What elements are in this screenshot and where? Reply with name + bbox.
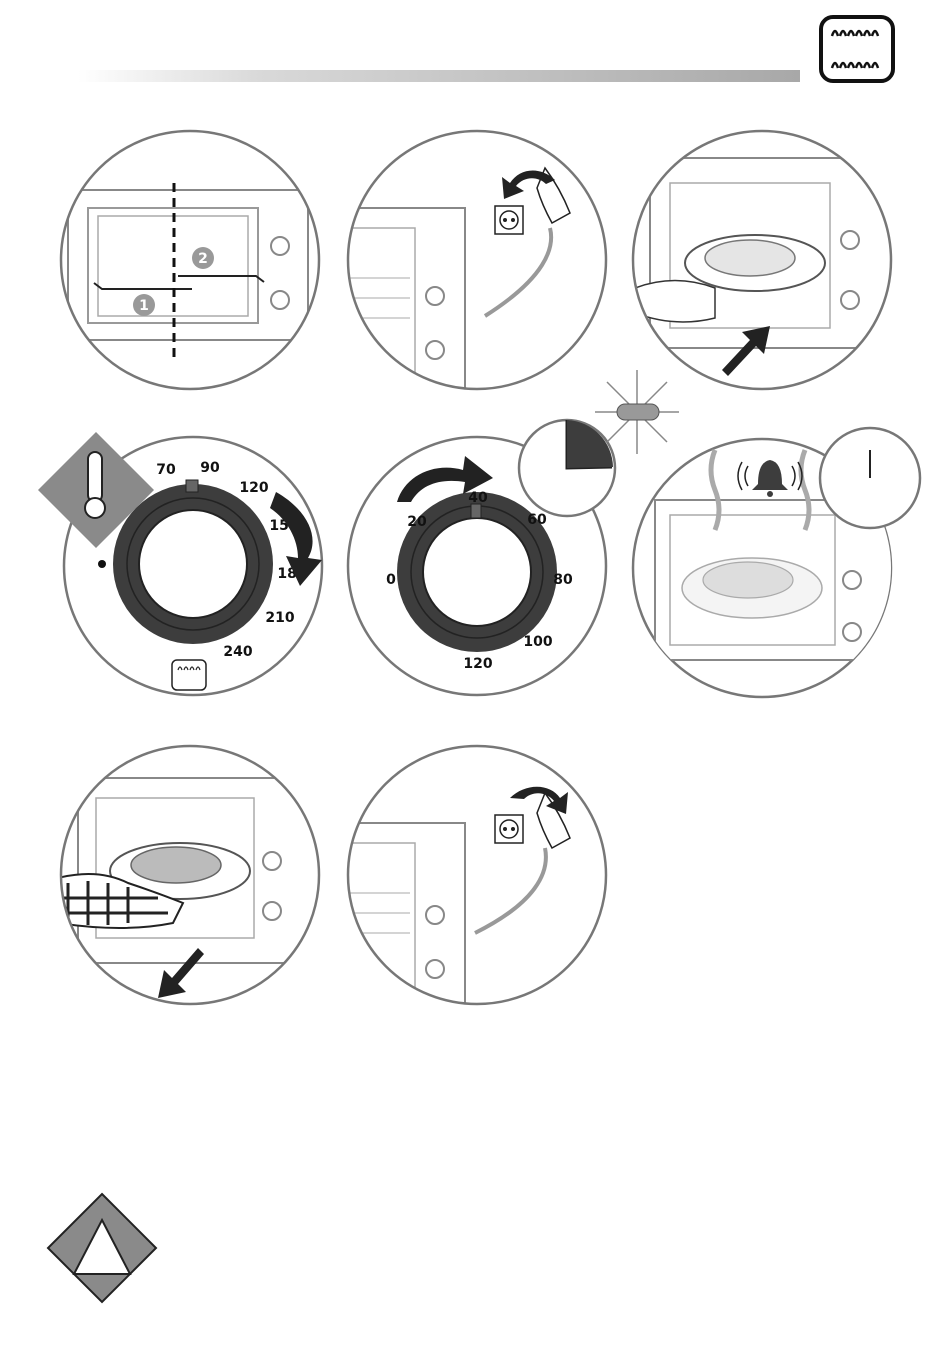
timer-label-0: 0 <box>386 572 396 588</box>
timer-label-120: 120 <box>463 656 492 672</box>
timer-label-80: 80 <box>553 572 573 588</box>
warning-triangle-icon <box>44 1190 160 1306</box>
step-rack-position: 1 2 <box>58 128 322 392</box>
timer-label-100: 100 <box>523 634 552 650</box>
step-remove-dish <box>58 743 322 1007</box>
step-set-temperature: 70 90 120 150 180 210 240 <box>38 430 326 704</box>
step-end-signal <box>630 420 930 710</box>
clock-inset <box>519 420 615 516</box>
step-plug-in <box>345 128 609 392</box>
rack-badge-2: 2 <box>192 247 214 269</box>
step-unplug <box>345 743 609 1007</box>
temp-label-90: 90 <box>200 460 220 476</box>
wall-socket-icon <box>495 206 523 234</box>
clock-inset <box>820 428 920 528</box>
temp-label-210: 210 <box>265 610 294 626</box>
bake-mode-icon <box>172 660 206 690</box>
wall-socket-icon <box>495 815 523 843</box>
oven-heat-element-icon <box>818 14 896 84</box>
timer-label-60: 60 <box>527 512 547 528</box>
temp-label-240: 240 <box>223 644 252 660</box>
header-gradient-bar <box>78 70 800 82</box>
timer-label-20: 20 <box>407 514 427 530</box>
temp-label-120: 120 <box>239 480 268 496</box>
rack-badge-1-label: 1 <box>139 298 149 314</box>
rack-badge-2-label: 2 <box>198 251 208 267</box>
temp-label-70: 70 <box>156 462 176 478</box>
timer-label-40: 40 <box>468 490 488 506</box>
rack-badge-1: 1 <box>133 294 155 316</box>
step-insert-dish <box>630 128 894 392</box>
